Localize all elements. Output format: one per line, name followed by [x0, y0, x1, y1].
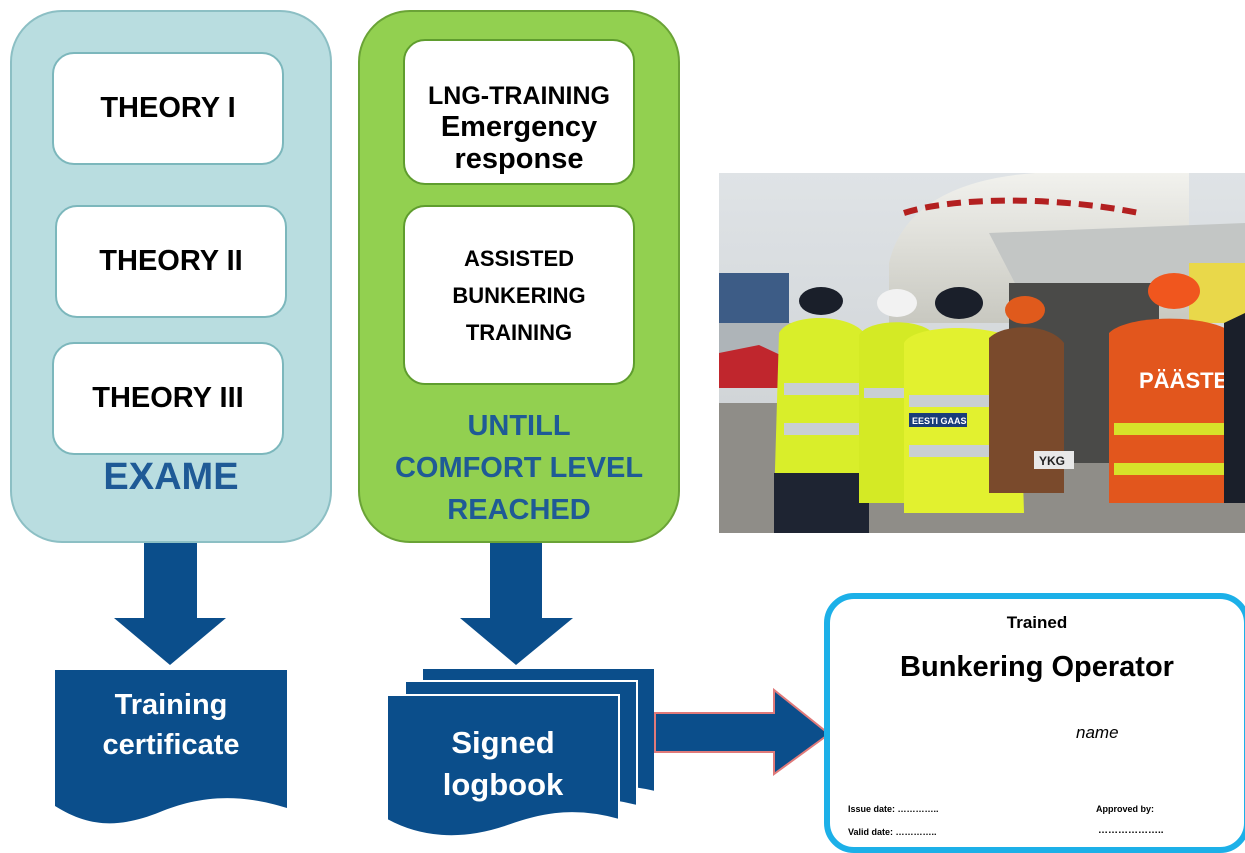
training-certificate-shape: [55, 670, 287, 824]
signed-logbook-line2: logbook: [442, 767, 564, 802]
lng-training-line3: response: [454, 143, 584, 175]
assisted-bunkering-box: ASSISTED BUNKERING TRAINING: [403, 205, 635, 385]
vest-text-eesti-gaas: EESTI GAAS: [912, 416, 967, 426]
assisted-line3: TRAINING: [465, 319, 573, 345]
certificate-approved-by: Approved by:: [1096, 804, 1155, 814]
caption-line1: UNTILL: [467, 410, 571, 442]
signed-logbook-label: Signed logbook: [387, 722, 619, 806]
training-certificate-line1: Training: [114, 689, 228, 721]
exame-caption: EXAME: [103, 456, 239, 498]
theory-3-label: THEORY III: [92, 382, 244, 414]
theory-2-label: THEORY II: [99, 245, 243, 277]
caption-line3: REACHED: [447, 494, 591, 526]
certificate-title: Bunkering Operator: [900, 651, 1174, 683]
certificate-valid-date: Valid date: …………..: [848, 827, 937, 837]
certificate-approved-signature: ………………..: [1098, 825, 1164, 836]
certificate-heading: Trained: [1006, 613, 1068, 632]
bunkering-operator-certificate: Trained Bunkering Operator name Issue da…: [824, 593, 1245, 853]
theory-1-label: THEORY I: [100, 92, 236, 124]
caption-line2: COMFORT LEVEL: [394, 452, 644, 484]
theory-2-box: THEORY II: [55, 205, 287, 318]
assisted-line2: BUNKERING: [452, 282, 586, 308]
down-arrow-left: [114, 543, 226, 665]
theory-1-box: THEORY I: [52, 52, 284, 165]
training-certificate-label: Training certificate: [55, 685, 287, 765]
vest-text-paaste: PÄÄSTE: [1139, 368, 1228, 393]
theory-3-box: THEORY III: [52, 342, 284, 455]
lng-training-line1: LNG-TRAINING: [428, 82, 610, 110]
signed-logbook-line1: Signed: [451, 725, 555, 760]
logbook-front-page: [386, 694, 620, 838]
down-arrow-middle: [460, 543, 573, 665]
assisted-line1: ASSISTED: [463, 245, 575, 271]
certificate-issue-date: Issue date: …………..: [848, 804, 939, 814]
comfort-level-caption: UNTILL COMFORT LEVEL REACHED: [358, 405, 680, 531]
lng-training-line2: Emergency: [440, 111, 598, 143]
certificate-name: name: [1076, 723, 1119, 742]
training-photo: EESTI GAAS YKG PÄÄSTE: [719, 173, 1245, 533]
plate-text: YKG: [1039, 454, 1065, 468]
lng-training-box: LNG-TRAINING Emergency response: [403, 39, 635, 185]
right-arrow: [654, 687, 831, 776]
training-certificate-line2: certificate: [102, 729, 240, 761]
